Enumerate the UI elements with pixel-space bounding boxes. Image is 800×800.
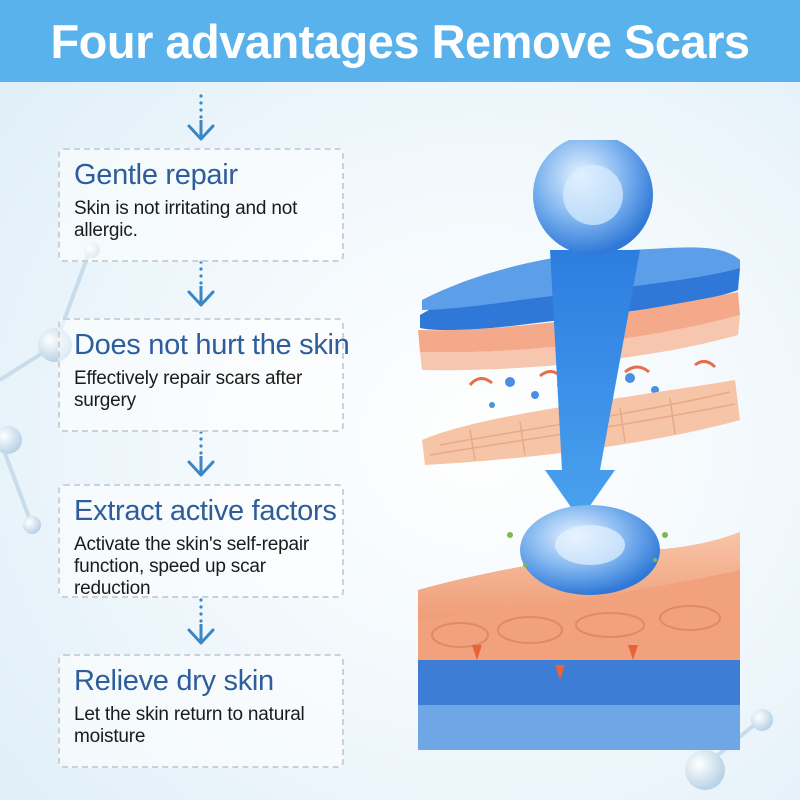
skin-layers-illustration xyxy=(418,140,740,750)
advantage-card-gentle-repair: Gentle repair Skin is not irritating and… xyxy=(58,148,344,262)
card-description: Activate the skin's self-repair function… xyxy=(74,534,310,599)
advantage-card-extract-factors: Extract active factors Activate the skin… xyxy=(58,484,344,599)
card-title: Does not hurt the skin xyxy=(74,329,350,361)
card-description: Let the skin return to natural moisture xyxy=(74,704,305,747)
card-description: Skin is not irritating and not allergic. xyxy=(74,198,298,241)
header-banner: Four advantages Remove Scars xyxy=(0,0,800,82)
arrow-down-icon xyxy=(187,260,215,307)
card-title: Gentle repair xyxy=(74,159,238,191)
arrow-down-icon xyxy=(187,94,215,141)
card-title: Relieve dry skin xyxy=(74,665,274,697)
advantage-card-relieve-dry-skin: Relieve dry skin Let the skin return to … xyxy=(58,654,344,768)
arrow-down-icon xyxy=(187,430,215,477)
page-title: Four advantages Remove Scars xyxy=(50,14,750,68)
card-title: Extract active factors xyxy=(74,495,337,527)
card-description: Effectively repair scars after surgery xyxy=(74,368,303,411)
arrow-down-icon xyxy=(187,598,215,645)
advantage-card-does-not-hurt: Does not hurt the skin Effectively repai… xyxy=(58,318,350,432)
